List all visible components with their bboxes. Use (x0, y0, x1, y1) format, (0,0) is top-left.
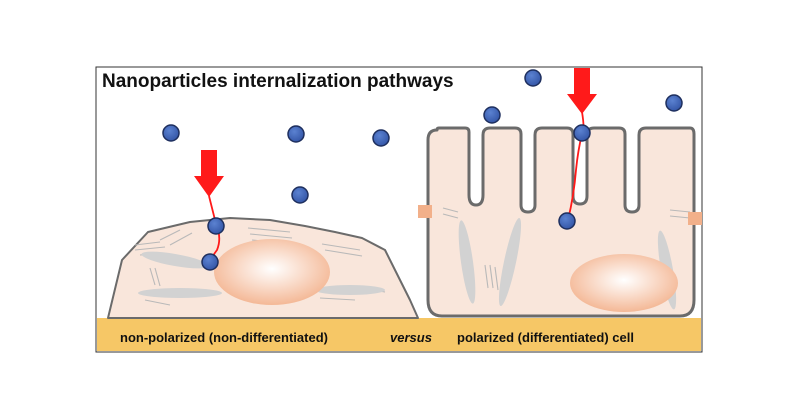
nanoparticle-dot (573, 124, 591, 142)
nanoparticles (162, 69, 683, 271)
nanoparticle-dot (207, 217, 225, 235)
caption-versus: versus (390, 330, 432, 345)
substrate-band (97, 318, 701, 351)
non-polarized-cell (107, 217, 419, 319)
nanoparticle-dot (372, 129, 390, 147)
nanoparticle-dot (524, 69, 542, 87)
polarized-nucleus (570, 254, 678, 312)
caption-polarized: polarized (differentiated) cell (457, 330, 634, 345)
nanoparticle-dot (665, 94, 683, 112)
nanoparticle-dot (287, 125, 305, 143)
diagram-title: Nanoparticles internalization pathways (102, 71, 454, 92)
caption-non-polarized: non-polarized (non-differentiated) (120, 330, 328, 345)
nanoparticle-dot (558, 212, 576, 230)
nucleus (214, 239, 330, 305)
cell-junction-left (418, 205, 432, 218)
nanoparticle-dot (291, 186, 309, 204)
uptake-arrow-left (194, 150, 224, 197)
polarized-filaments (442, 207, 691, 291)
nanoparticle-dot (201, 253, 219, 271)
actin-fibers (138, 251, 385, 298)
cell-junction-right (688, 212, 702, 225)
nanoparticle-dot (162, 124, 180, 142)
nanoparticle-dot (483, 106, 501, 124)
uptake-arrow-right (567, 68, 597, 114)
